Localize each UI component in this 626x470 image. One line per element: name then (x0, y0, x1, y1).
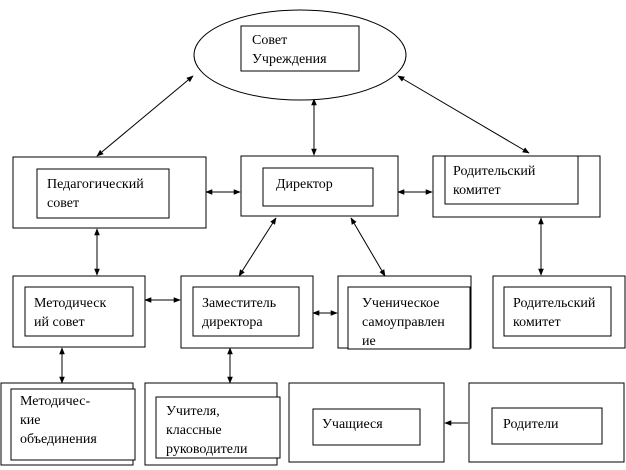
node-teach: Учителя, классные руководители (144, 382, 281, 466)
node-ped-inner-box (36, 168, 170, 219)
node-stud-inner-box (312, 408, 421, 446)
node-par-inner-box (491, 407, 603, 445)
node-uch-label-line: самоуправлен (362, 315, 445, 330)
node-uch-label-line: ие (362, 334, 376, 349)
edge-sovet-rod1 (397, 75, 530, 154)
node-dir: Директор (240, 155, 399, 217)
node-dir-inner-box (262, 167, 374, 207)
node-rod1-label-line: комитет (453, 183, 501, 198)
node-sovet-label-line: Совет (252, 33, 287, 48)
node-zam-label-line: Заместитель (202, 296, 276, 311)
node-teach-label-line: Учителя, (166, 404, 220, 419)
node-teach-label-line: классные (166, 423, 222, 438)
node-rod1-inner-box (444, 155, 579, 205)
node-par-label-line: Родители (503, 417, 559, 432)
node-met: Методическ ий совет (12, 275, 146, 348)
node-mo: Методичес-кие объединения (0, 382, 136, 466)
node-dir-label-line: Директор (276, 177, 333, 192)
node-rod2: Родительский комитет (492, 275, 626, 349)
node-stud-label-line: Учащиеся (322, 417, 383, 432)
node-mo-label-line: Методичес- (20, 394, 90, 409)
node-mo-label-line: кие (20, 413, 41, 428)
node-zam-label-line: директора (202, 315, 263, 330)
edge-dir-uch (350, 217, 386, 277)
node-sovet-inner-box (240, 25, 360, 72)
node-uch-label-line: Ученическое (362, 296, 439, 311)
node-ped: Педагогический совет (12, 156, 207, 229)
node-ped-label-line: Педагогический (47, 177, 144, 192)
node-ped-label-line: совет (47, 196, 79, 211)
node-teach-label-line: руководители (166, 442, 248, 457)
node-met-label-line: ий совет (34, 315, 85, 330)
node-rod2-label-line: комитет (513, 315, 561, 330)
node-sovet-label-line: Учреждения (252, 52, 327, 67)
node-rod2-label-line: Родительский (513, 296, 596, 311)
node-rod2-inner-box (503, 286, 612, 337)
node-teach-inner-box (155, 396, 281, 459)
node-mo-label-line: объединения (20, 432, 97, 447)
node-met-inner-box (24, 286, 134, 337)
node-mo-inner-box (10, 388, 136, 461)
node-met-label-line: Методическ (34, 296, 106, 311)
edge-dir-zam (238, 217, 277, 277)
node-uch-inner-box (347, 286, 471, 350)
node-uch: Ученическое самоуправлен ие (337, 275, 472, 350)
node-zam: Заместитель директора (180, 275, 314, 349)
node-stud: Учащиеся (288, 382, 445, 463)
node-zam-inner-box (192, 286, 300, 337)
node-par: Родители (468, 382, 625, 463)
node-rod1-label-line: Родительский (453, 164, 536, 179)
edge-sovet-ped (96, 75, 194, 157)
node-rod1: Родительский комитет (432, 155, 601, 218)
